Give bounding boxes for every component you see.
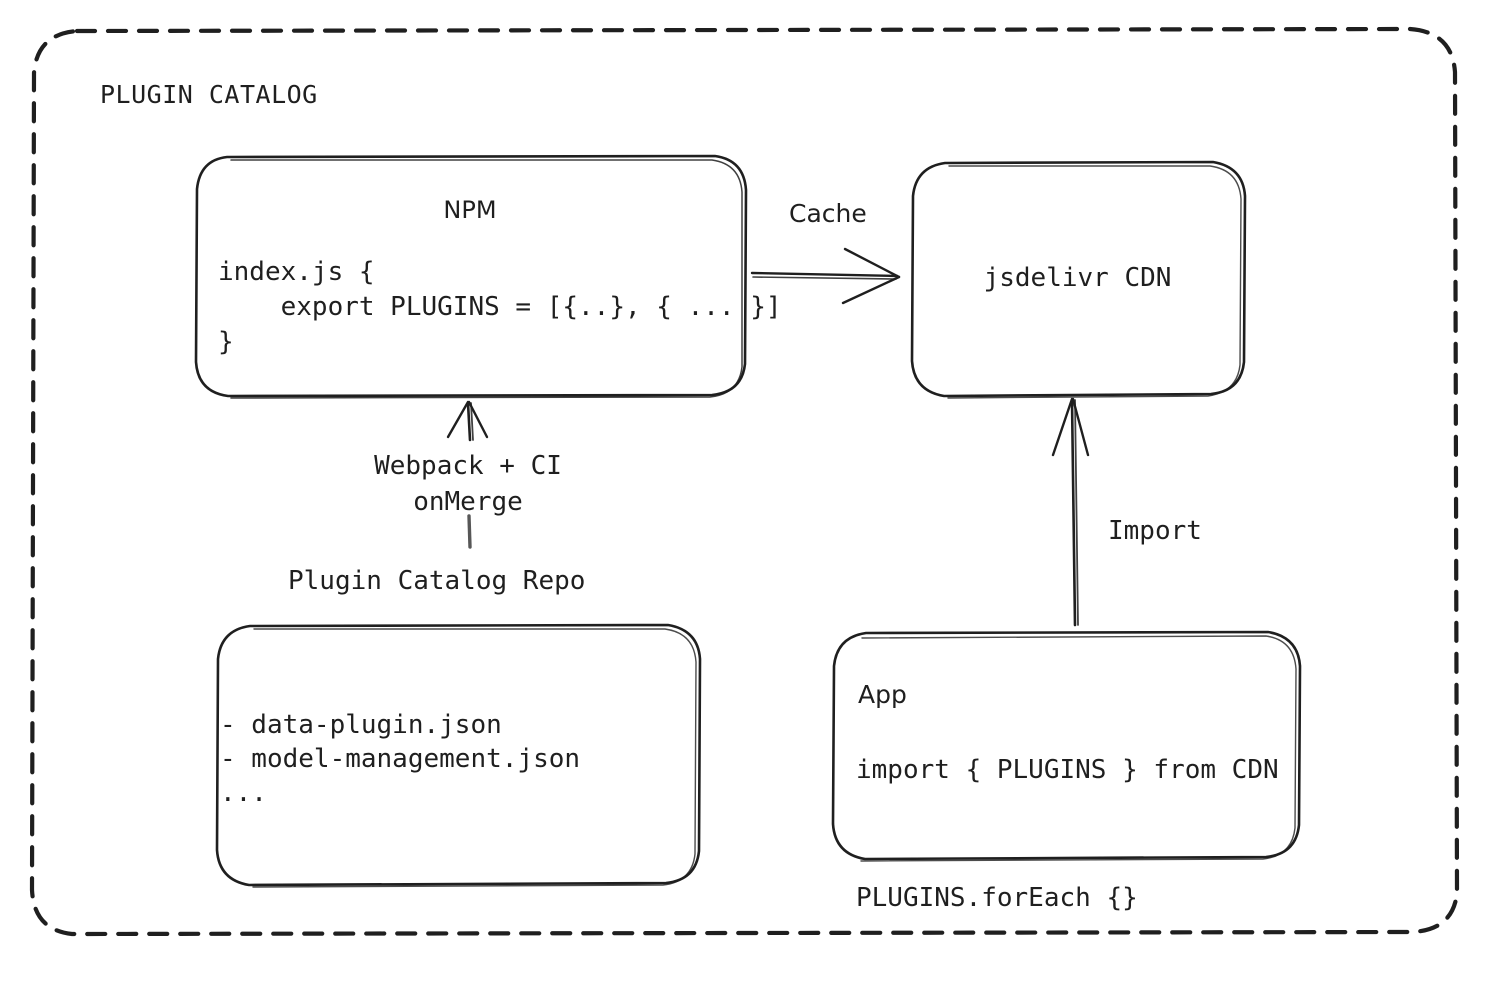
edge-label-import: Import — [1108, 516, 1202, 546]
edge-app-to-cdn — [1051, 397, 1090, 627]
repo-node-caption: Plugin Catalog Repo — [288, 566, 586, 596]
npm-node-code: index.js { export PLUGINS = [{..}, { ...… — [218, 257, 782, 357]
edge-label-webpack-ci-onmerge: Webpack + CI onMerge — [374, 451, 562, 517]
npm-node-title: NPM — [443, 196, 497, 224]
edge-label-cache: Cache — [789, 199, 867, 228]
app-node-title: App — [858, 680, 907, 709]
app-node-code: import { PLUGINS } from CDN PLUGINS.forE… — [856, 755, 1279, 913]
group-title: PLUGIN CATALOG — [100, 80, 318, 109]
cdn-node-title: jsdelivr CDN — [983, 263, 1172, 293]
repo-node-file-list: - data-plugin.json - model-management.js… — [220, 710, 581, 808]
